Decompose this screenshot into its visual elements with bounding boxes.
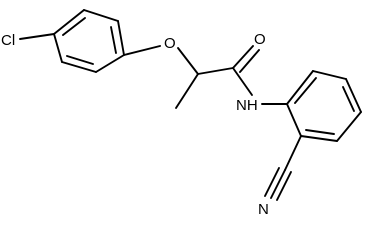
bond	[117, 20, 125, 56]
bond	[294, 77, 317, 104]
bond	[53, 33, 63, 63]
bond	[62, 17, 86, 36]
bond	[66, 55, 94, 65]
bond	[270, 169, 286, 199]
bond	[175, 73, 199, 109]
amide-nh-label: NH	[236, 97, 258, 114]
bond	[264, 167, 280, 197]
nitrile-nitrogen-label: N	[258, 201, 269, 218]
bond	[342, 86, 355, 112]
bond	[53, 9, 85, 35]
cyanophenyl-ring	[286, 70, 362, 142]
ether-oxygen-label: O	[164, 35, 176, 52]
carbonyl-oxygen-label: O	[254, 31, 266, 48]
bond	[312, 70, 347, 80]
bond	[177, 47, 199, 75]
bond	[232, 67, 253, 96]
bond	[83, 9, 119, 22]
bond	[239, 49, 260, 73]
bond	[286, 103, 302, 137]
chlorine-atom-label: Cl	[1, 32, 15, 49]
bond	[61, 61, 97, 73]
bond	[336, 111, 362, 142]
bond	[95, 54, 125, 73]
bond	[286, 70, 314, 105]
bond	[110, 26, 117, 54]
bond	[300, 135, 338, 142]
bond	[345, 78, 362, 113]
bond	[284, 135, 302, 171]
bond	[305, 129, 335, 135]
bond	[276, 171, 292, 201]
chlorophenyl-ring	[53, 9, 125, 73]
bond	[19, 33, 55, 40]
bond	[232, 45, 254, 69]
bond	[123, 45, 161, 56]
molecule-structure-diagram: Cl O O NH N	[1, 9, 362, 218]
bond	[197, 67, 234, 75]
